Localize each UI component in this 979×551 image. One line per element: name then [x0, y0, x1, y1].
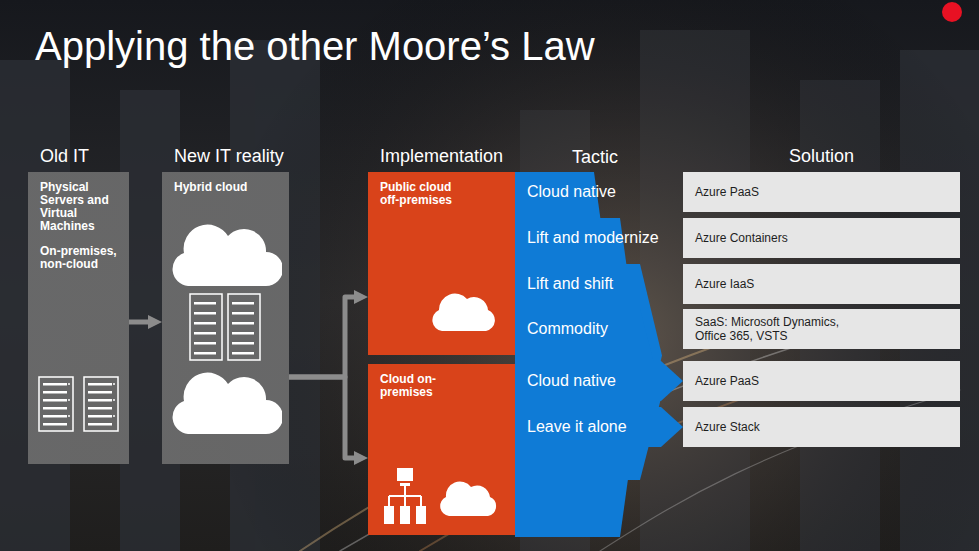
tactic-arrow-fill [515, 361, 683, 401]
solution-box: Azure IaaS [683, 264, 960, 304]
flow-arrow [129, 320, 148, 325]
solution-text: Azure Containers [695, 231, 788, 245]
implementation-text: Public cloud off-premises [380, 181, 470, 207]
tactic-arrow: Leave it alone [515, 407, 683, 447]
column-header: Tactic [572, 146, 618, 168]
title-box: Applying the other Moore’s Law [35, 22, 595, 70]
tactic-text: Commodity [527, 309, 608, 349]
tactic-text: Cloud native [527, 172, 616, 212]
it-panel: New IT realityHybrid cloud [162, 145, 289, 464]
tactic-text: Lift and shift [527, 264, 613, 304]
tactic-arrow: Lift and modernize [515, 218, 683, 258]
panel-text: Hybrid cloud [174, 181, 283, 194]
tactic-arrow: Commodity [515, 309, 683, 349]
solution-text: Azure PaaS [695, 185, 759, 199]
onprem-network-icon [383, 468, 501, 528]
light-streaks [300, 330, 960, 551]
tactic-arrow: Cloud native [515, 172, 683, 212]
tactic-arrow: Cloud native [515, 361, 683, 401]
solution-text: Azure IaaS [695, 277, 754, 291]
flow-arrow [289, 297, 354, 377]
solution-box: Azure PaaS [683, 361, 960, 401]
tactic-text: Cloud native [527, 361, 616, 401]
panel-text: Physical Servers and Virtual Machines [40, 181, 123, 233]
record-dot [942, 2, 962, 22]
implementation-box: Public cloud off-premises [368, 172, 515, 355]
tactic-arrow: Lift and shift [515, 264, 683, 304]
hybrid-cloud-icon [170, 222, 282, 442]
column-header: Solution [789, 145, 854, 167]
implementation-box: Cloud on-premises [368, 364, 515, 535]
solution-box: Azure Containers [683, 218, 960, 258]
tactic-text: Lift and modernize [527, 218, 659, 258]
cloud-icon [430, 290, 496, 332]
panel-text: On-premises, non-cloud [40, 245, 123, 271]
solution-box: SaaS: Microsoft Dynamics, Office 365, VS… [683, 309, 960, 349]
solution-text: Azure Stack [695, 420, 760, 434]
solution-text: SaaS: Microsoft Dynamics, Office 365, VS… [695, 315, 865, 343]
tactic-arrow-fill [515, 407, 683, 447]
panel-heading: New IT reality [174, 145, 283, 172]
column-header: Implementation [380, 145, 503, 167]
flow-arrow [289, 377, 354, 458]
solution-text: Azure PaaS [695, 374, 759, 388]
panel-heading: Old IT [40, 145, 123, 172]
solution-box: Azure Stack [683, 407, 960, 447]
implementation-text: Cloud on-premises [380, 373, 470, 399]
solution-box: Azure PaaS [683, 172, 960, 212]
it-panel: Old IT Physical Servers and Virtual Machi… [28, 145, 129, 464]
server-rack-icon [38, 376, 120, 432]
tactic-text: Leave it alone [527, 407, 627, 447]
slide-title: Applying the other Moore’s Law [35, 22, 595, 70]
